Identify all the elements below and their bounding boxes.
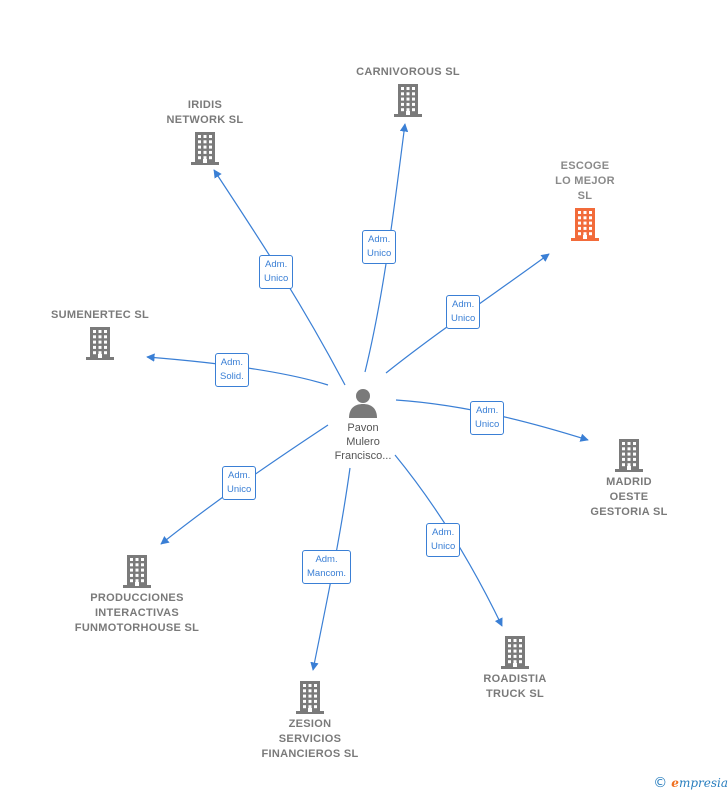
building-icon [501,636,529,669]
building-icon [615,439,643,472]
role-badge-carnivorous[interactable]: Adm. Unico [362,230,397,264]
person-name: Pavon Mulero Francisco... [334,422,392,462]
copyright-symbol: © [653,775,668,791]
role-badge-producciones[interactable]: Adm. Unico [222,466,257,500]
brand-watermark: ©empresia [653,775,728,791]
company-node-sumenertec[interactable]: SUMENERTEC SL [15,308,185,363]
person-icon [349,389,377,418]
role-badge-sumenertec[interactable]: Adm. Solid. [215,353,249,387]
company-node-escoge[interactable]: ESCOGE LO MEJOR SL [500,159,670,244]
company-name: ROADISTIA TRUCK SL [483,673,547,700]
role-badge-escoge[interactable]: Adm. Unico [446,295,481,329]
role-badge-iridis[interactable]: Adm. Unico [259,255,294,289]
building-icon [571,208,599,241]
building-icon [394,84,422,117]
company-node-producciones[interactable]: PRODUCCIONES INTERACTIVAS FUNMOTORHOUSE … [52,551,222,636]
person-node[interactable]: Pavon Mulero Francisco... [313,385,413,463]
building-icon [191,132,219,165]
company-node-iridis[interactable]: IRIDIS NETWORK SL [120,98,290,168]
company-name: ZESION SERVICIOS FINANCIEROS SL [261,718,359,760]
company-name: ESCOGE LO MEJOR SL [555,160,615,202]
company-name: IRIDIS NETWORK SL [166,99,244,126]
brand-initial: e [671,776,679,790]
company-name: PRODUCCIONES INTERACTIVAS FUNMOTORHOUSE … [74,592,200,634]
role-badge-roadistia[interactable]: Adm. Unico [426,523,461,557]
company-node-zesion[interactable]: ZESION SERVICIOS FINANCIEROS SL [225,677,395,762]
role-badge-madrid[interactable]: Adm. Unico [470,401,505,435]
company-name: CARNIVOROUS SL [356,66,460,78]
building-icon [123,555,151,588]
building-icon [86,327,114,360]
company-node-carnivorous[interactable]: CARNIVOROUS SL [323,65,493,120]
role-badge-zesion[interactable]: Adm. Mancom. [302,550,352,584]
company-node-roadistia[interactable]: ROADISTIA TRUCK SL [430,632,600,702]
company-node-madrid[interactable]: MADRID OESTE GESTORIA SL [544,435,714,520]
building-icon [296,681,324,714]
brand-name: mpresia [678,776,728,790]
company-name: MADRID OESTE GESTORIA SL [590,476,668,518]
company-name: SUMENERTEC SL [50,309,150,321]
